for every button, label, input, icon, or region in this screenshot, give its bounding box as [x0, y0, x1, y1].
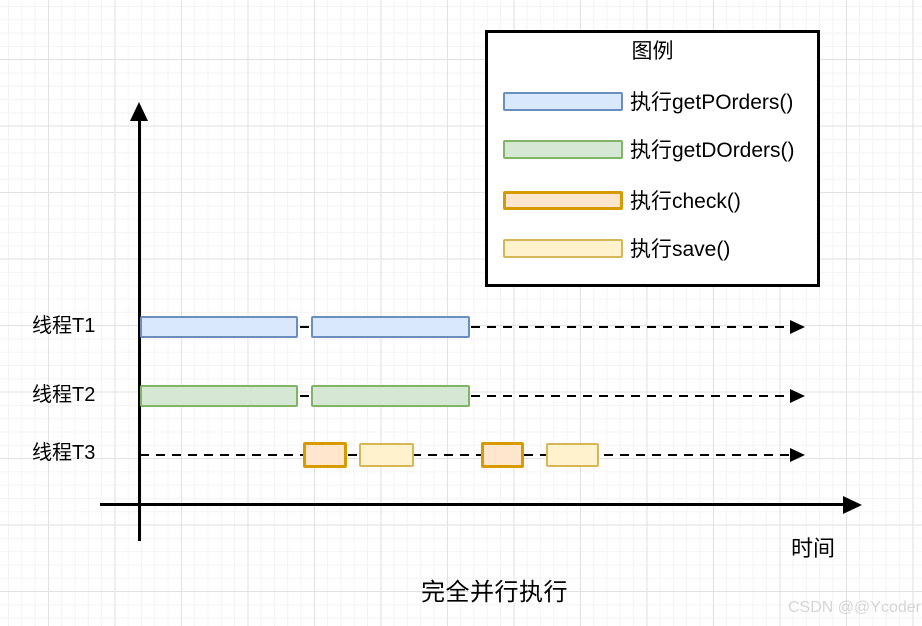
legend-item-save: 执行save() [503, 234, 811, 262]
t3-timeline-dashed [140, 453, 790, 457]
legend-item-getdorders: 执行getDOrders() [503, 135, 811, 163]
t3-arrow-icon [790, 447, 805, 462]
thread-t2-label: 线程T2 [32, 384, 96, 406]
y-axis-line [138, 116, 141, 541]
getporders-swatch-icon [503, 91, 623, 111]
watermark-text: CSDN @@Ycoder [788, 599, 921, 616]
legend-title: 图例 [631, 40, 674, 63]
diagram-caption: 完全并行执行 [421, 579, 568, 606]
t1-getporders-bar-1 [140, 316, 298, 338]
t1-timeline-dashed [471, 325, 790, 329]
y-axis-arrow-icon [130, 102, 148, 121]
save-swatch-icon [503, 238, 623, 258]
t3-save-bar-2 [546, 443, 599, 467]
t2-connector-dash [300, 394, 309, 398]
legend-item-label: 执行getPOrders() [630, 91, 794, 114]
t2-timeline-dashed [471, 394, 790, 398]
x-axis-arrow-icon [843, 495, 862, 514]
t3-save-bar-1 [359, 443, 414, 467]
thread-t1-label: 线程T1 [32, 315, 96, 337]
t3-check-bar-1 [303, 442, 347, 468]
t2-getdorders-bar-1 [140, 385, 298, 407]
x-axis-line [100, 503, 848, 506]
legend-item-getporders: 执行getPOrders() [503, 87, 811, 115]
t1-arrow-icon [790, 319, 805, 334]
legend-box: 图例 执行getPOrders() 执行getDOrders() 执行check… [485, 30, 820, 287]
t2-getdorders-bar-2 [311, 385, 470, 407]
legend-item-label: 执行save() [630, 238, 731, 261]
legend-item-check: 执行check() [503, 186, 811, 214]
t1-connector-dash [300, 325, 309, 329]
t1-getporders-bar-2 [311, 316, 470, 338]
t3-check-bar-2 [481, 442, 524, 468]
legend-item-label: 执行getDOrders() [630, 139, 795, 162]
thread-t3-label: 线程T3 [32, 442, 96, 464]
getdorders-swatch-icon [503, 139, 623, 159]
time-axis-label: 时间 [791, 536, 836, 561]
check-swatch-icon [503, 190, 623, 210]
legend-item-label: 执行check() [630, 190, 741, 213]
t2-arrow-icon [790, 388, 805, 403]
